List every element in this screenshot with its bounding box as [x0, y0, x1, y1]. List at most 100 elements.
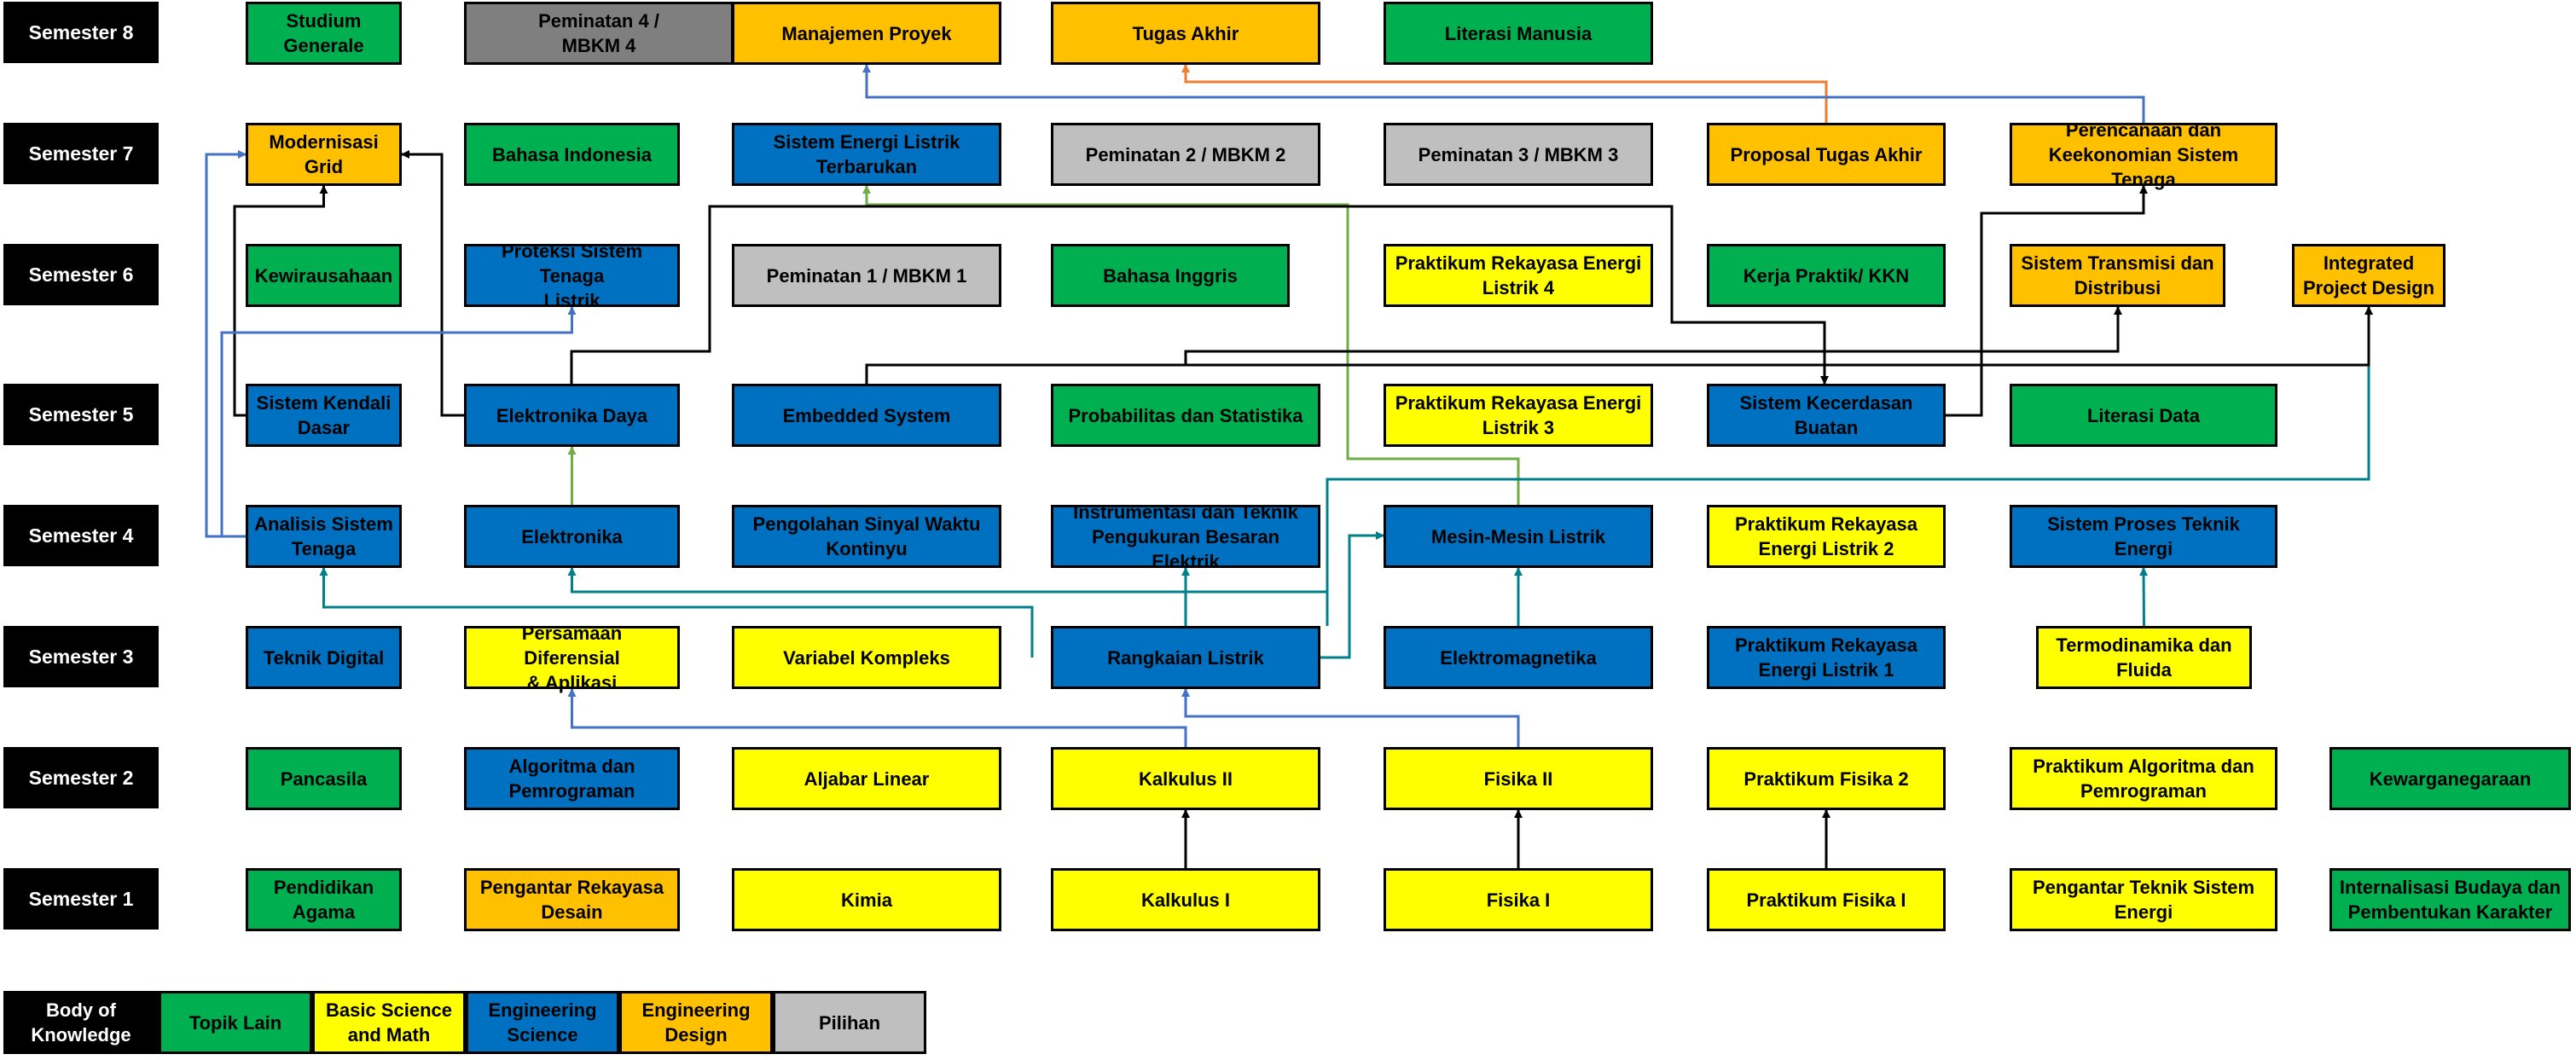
course-box-probabilitas: Probabilitas dan Statistika [1051, 384, 1320, 447]
course-box-proposal-ta: Proposal Tugas Akhir [1707, 123, 1946, 186]
text-line: Sistem Transmisi dan [2021, 252, 2214, 274]
text-line: Perencanaan dan [2065, 119, 2222, 141]
text-line: & Aplikasi [526, 671, 618, 693]
prerequisite-link-analisis-sistem-tenaga-to-proteksi [220, 306, 577, 536]
course-box-manajemen-proyek: Manajemen Proyek [732, 2, 1001, 65]
text-line: Bahasa Indonesia [491, 143, 653, 165]
text-line: Terbarukan [815, 156, 918, 177]
text-line: Pengukuran Besaran Elektrik [1091, 525, 1280, 572]
course-box-bahasa-inggris: Bahasa Inggris [1051, 244, 1290, 307]
course-box-tugas-akhir: Tugas Akhir [1051, 2, 1320, 65]
text-line: Dasar [297, 417, 351, 438]
text-line: Kerja Praktik/ KKN [1743, 264, 1910, 287]
text-line: Algoritma dan [508, 756, 635, 777]
course-box-kimia: Kimia [732, 868, 1001, 931]
text-line: Kalkulus I [1141, 889, 1230, 911]
text-line: Topik Lain [189, 1011, 282, 1034]
text-line: Peminatan 1 / MBKM 1 [766, 264, 967, 287]
prerequisite-link-rangkaian-listrik-to-analisis-sistem-tenaga [319, 567, 1034, 657]
course-box-proses-teknik-energi: Sistem Proses Teknik Energi [2010, 505, 2277, 568]
text-line: Manajemen Proyek [781, 22, 952, 44]
text-line: Pengantar Teknik Sistem [2032, 877, 2254, 898]
text-line: Agama [292, 901, 356, 923]
course-box-literasi-manusia: Literasi Manusia [1384, 2, 1653, 65]
course-box-elektronika: Elektronika [464, 505, 680, 568]
course-box-bahasa-indonesia: Bahasa Indonesia [464, 123, 680, 186]
text-line: Kalkulus II [1138, 767, 1233, 790]
course-box-teknik-digital: Teknik Digital [246, 626, 402, 689]
text-line: Kontinyu [826, 538, 908, 559]
text-line: Kewirausahaan [254, 264, 393, 287]
course-box-fisika-2: Fisika II [1384, 747, 1653, 810]
prerequisite-link-analisis-sistem-tenaga-to-modernisasi-grid [205, 150, 247, 538]
text-line: Praktikum Fisika I [1746, 889, 1906, 911]
prerequisite-link-fisika-2-to-rangkaian-listrik [1181, 688, 1520, 747]
course-box-aljabar-linear: Aljabar Linear [732, 747, 1001, 810]
semester-label-s2: Semester 2 [3, 747, 159, 808]
legend-item-pilihan: Pilihan [773, 991, 926, 1054]
course-box-peminatan-1: Peminatan 1 / MBKM 1 [732, 244, 1001, 307]
text-line: Analisis Sistem [254, 513, 393, 535]
prerequisite-link-elektronika-daya-to-modernisasi-grid [401, 150, 464, 417]
text-line: Proposal Tugas Akhir [1730, 143, 1923, 165]
course-box-kerja-praktik: Kerja Praktik/ KKN [1707, 244, 1946, 307]
course-box-elektronika-daya: Elektronika Daya [464, 384, 680, 447]
text-line: Energi [2114, 901, 2173, 923]
semester-label-s5: Semester 5 [3, 384, 159, 445]
text-line: Sistem Energi Listrik [773, 131, 960, 153]
course-box-literasi-data: Literasi Data [2010, 384, 2277, 447]
text-line: Desain [541, 901, 603, 923]
text-line: Buatan [1794, 417, 1859, 438]
course-box-peminatan-4: Peminatan 4 /MBKM 4 [464, 2, 734, 65]
text-line: Elektromagnetika [1440, 646, 1597, 669]
text-line: Literasi Manusia [1444, 22, 1593, 44]
legend-item-topik-lain: Topik Lain [159, 991, 312, 1054]
text-line: Basic Science [326, 999, 452, 1021]
prerequisite-link-embedded-system-to-transmisi-distribusi [865, 306, 2122, 384]
text-line: Science [507, 1024, 578, 1046]
prerequisite-link-kalkulus-2-to-persamaan-diferensial [567, 688, 1187, 747]
text-line: Tenaga [291, 538, 357, 559]
course-box-fisika-1: Fisika I [1384, 868, 1653, 931]
course-box-peminatan-3: Peminatan 3 / MBKM 3 [1384, 123, 1653, 186]
text-line: Tugas Akhir [1132, 22, 1239, 44]
text-line: Sistem Kecerdasan [1739, 392, 1913, 414]
semester-label-s3: Semester 3 [3, 626, 159, 687]
text-line: Engineering [488, 999, 597, 1021]
course-box-kewirausahaan: Kewirausahaan [246, 244, 402, 307]
text-line: Keekonomian Sistem Tenaga [2048, 143, 2239, 190]
text-line: Knowledge [31, 1024, 131, 1046]
text-line: Design [664, 1024, 728, 1046]
text-line: Listrik 3 [1482, 417, 1555, 438]
text-line: Peminatan 4 / [538, 10, 659, 32]
prerequisite-link-mesin-listrik-to-sistem-energi-terbarukan [862, 185, 1520, 505]
semester-label-s8: Semester 8 [3, 2, 159, 63]
text-line: Praktikum Rekayasa Energi [1395, 252, 1642, 274]
prerequisite-link-embedded-system-to-integrated-design [1186, 306, 2373, 367]
text-line: Studium [286, 10, 362, 32]
text-line: Body of [46, 999, 116, 1021]
course-box-persamaan-diferensial: Persamaan Diferensial& Aplikasi [464, 623, 680, 693]
course-box-elektromagnetika: Elektromagnetika [1384, 626, 1653, 689]
prerequisite-link-kecerdasan-buatan-to-perencanaan-keekonomian [1946, 185, 2148, 417]
text-line: Listrik 4 [1482, 277, 1555, 298]
text-line: Modernisasi [269, 131, 379, 153]
text-line: Praktikum Rekayasa [1734, 513, 1918, 535]
